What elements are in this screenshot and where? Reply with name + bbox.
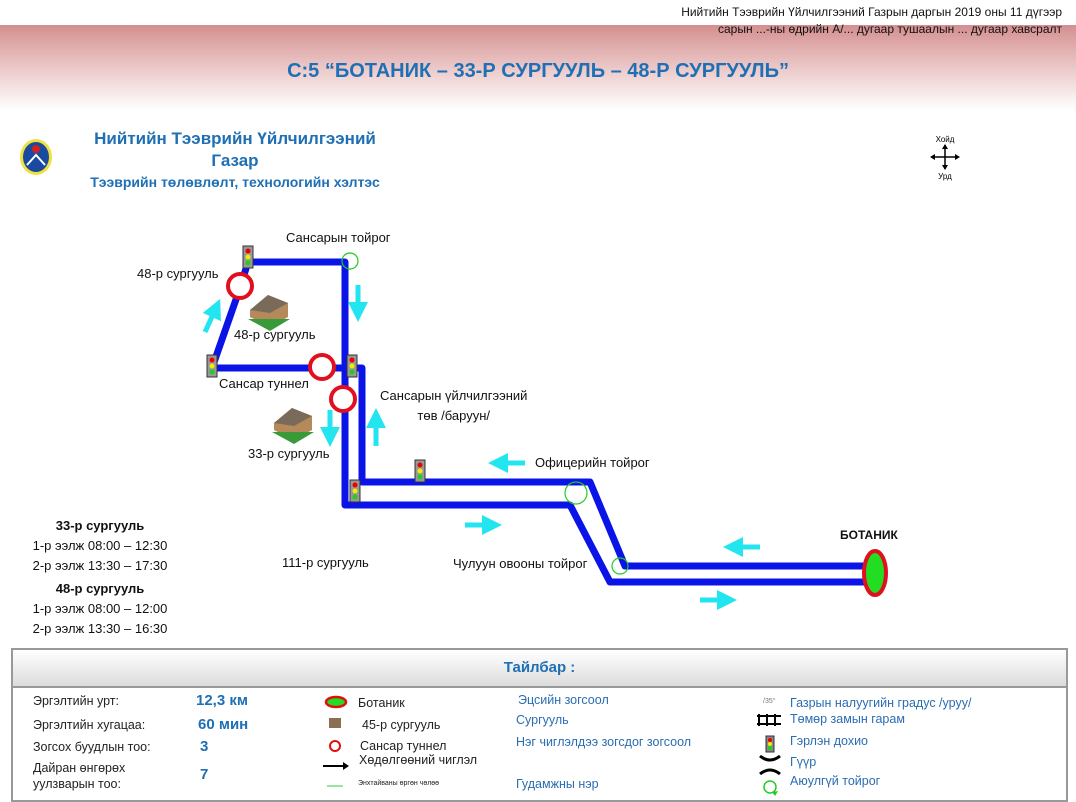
roundabouts (341, 252, 629, 575)
traffic-light-icon (765, 735, 775, 753)
label-line: Сансарын үйлчилгээний (380, 388, 528, 403)
compass-south: Урд (938, 172, 952, 181)
legend-direction: Хөдөлгөөний чиглэл (359, 753, 478, 767)
legend-tunnel: Сансар туннел (360, 739, 447, 753)
legend-roundabout: Аюулгүй тойрог (790, 774, 881, 788)
railway-crossing-icon (757, 714, 781, 726)
stat-label: Дайран өнгөрөх уулзварын тоо: (33, 761, 126, 791)
label-line: төв /баруун/ (417, 408, 490, 423)
school-48-building (248, 295, 290, 331)
slope-icon: /35° (763, 698, 776, 705)
roundabout-icon (763, 780, 777, 794)
botanik-terminal (862, 549, 888, 597)
schedule-school: 48-р сургууль (55, 581, 145, 596)
legend-bridge: Гүүр (790, 755, 817, 769)
schedule-school: 33-р сургууль (55, 518, 145, 533)
org-name-2: Газар (211, 151, 259, 170)
legend-symbols-icon (323, 695, 349, 787)
compass: Хойд Урд (925, 135, 965, 181)
org-dept: Тээврийн төлөвлөлт, технологийн хэлтэс (90, 174, 380, 190)
label-botanik: БОТАНИК (840, 528, 898, 542)
legend-traffic-light: Гэрлэн дохио (790, 734, 869, 748)
decree-line1: Нийтийн Тээврийн Үйлчилгээний Газрын дар… (681, 5, 1062, 19)
legend-street-name: Гудамжны нэр (516, 777, 599, 791)
stat-label: Зогсох буудлын тоо: (33, 740, 151, 754)
org-name: Нийтийн Тээврийн Үйлчилгээний (94, 129, 376, 148)
legend-title: Тайлбар : (13, 650, 1066, 688)
legend-right-icons (757, 714, 781, 796)
decree-line2: сарын ...-ны өдрийн А/... дугаар тушаалы… (717, 22, 1062, 36)
schedule-48: 48-р сургууль 1-р ээлж 08:00 – 12:00 2-р… (0, 579, 200, 639)
legend-avenue: Энхтайваны өргөн чөлөө (358, 780, 440, 787)
label-officer-roundabout: Офицерийн тойрог (535, 455, 650, 470)
label-school48: 48-р сургууль (234, 327, 316, 342)
org-logo-icon (20, 139, 52, 175)
schedule-shift: 2-р ээлж 13:30 – 16:30 (32, 621, 168, 636)
schedule-shift: 1-р ээлж 08:00 – 12:30 (32, 538, 168, 553)
label-school48-stop: 48-р сургууль (137, 266, 219, 281)
stat-label: Эргэлтийн хугацаа: (33, 718, 146, 732)
stat-value: 60 мин (198, 716, 249, 733)
schedule-shift: 1-р ээлж 08:00 – 12:00 (32, 601, 168, 616)
legend-school-text: Сургууль (516, 713, 569, 727)
title-band (0, 25, 1076, 110)
legend-one-way-stop: Нэг чиглэлдээ зогсдог зогсоол (516, 735, 692, 749)
compass-arrows-icon (930, 144, 960, 170)
stat-value: 3 (200, 738, 209, 755)
route-map (202, 245, 888, 610)
decree-note: Нийтийн Тээврийн Үйлчилгээний Газрын дар… (681, 4, 1062, 38)
direction-arrows (202, 285, 760, 610)
school-33-building (272, 408, 314, 444)
label-service-center: Сансарын үйлчилгээний төв /баруун/ (380, 386, 527, 426)
stops (226, 272, 357, 413)
legend-panel: Тайлбар : Эргэлтийн урт: 12,3 км Эргэлти… (11, 648, 1068, 802)
label-school111: 111-р сургууль (282, 555, 369, 570)
stat-label: Эргэлтийн урт: (33, 694, 119, 708)
legend-school: 45-р сургууль (362, 718, 441, 732)
stat-value: 7 (200, 766, 209, 783)
page-title: С:5 “БОТАНИК – 33-Р СУРГУУЛЬ – 48-Р СУРГ… (287, 60, 789, 82)
legend-railway: Төмөр замын гарам (790, 712, 905, 726)
legend-terminal-stop: Эцсийн зогсоол (518, 693, 609, 707)
stat-value: 12,3 км (196, 692, 248, 709)
bridge-icon (759, 754, 781, 776)
label-sansar-tunnel: Сансар туннел (219, 376, 309, 391)
legend-slope: Газрын налуугийн градус /уруу/ (790, 696, 972, 710)
label-school33: 33-р сургууль (248, 446, 330, 461)
compass-north: Хойд (935, 135, 955, 144)
label-sansar-roundabout: Сансарын тойрог (286, 230, 391, 245)
label-chuluun-ovoo: Чулуун овооны тойрог (453, 556, 588, 571)
org-block: Нийтийн Тээврийн Үйлчилгээний Газар Тээв… (55, 128, 415, 192)
legend-botanik: Ботаник (358, 696, 405, 710)
schedule-shift: 2-р ээлж 13:30 – 17:30 (32, 558, 168, 573)
schedule-33: 33-р сургууль 1-р ээлж 08:00 – 12:30 2-р… (0, 516, 200, 576)
route-line (208, 258, 868, 586)
